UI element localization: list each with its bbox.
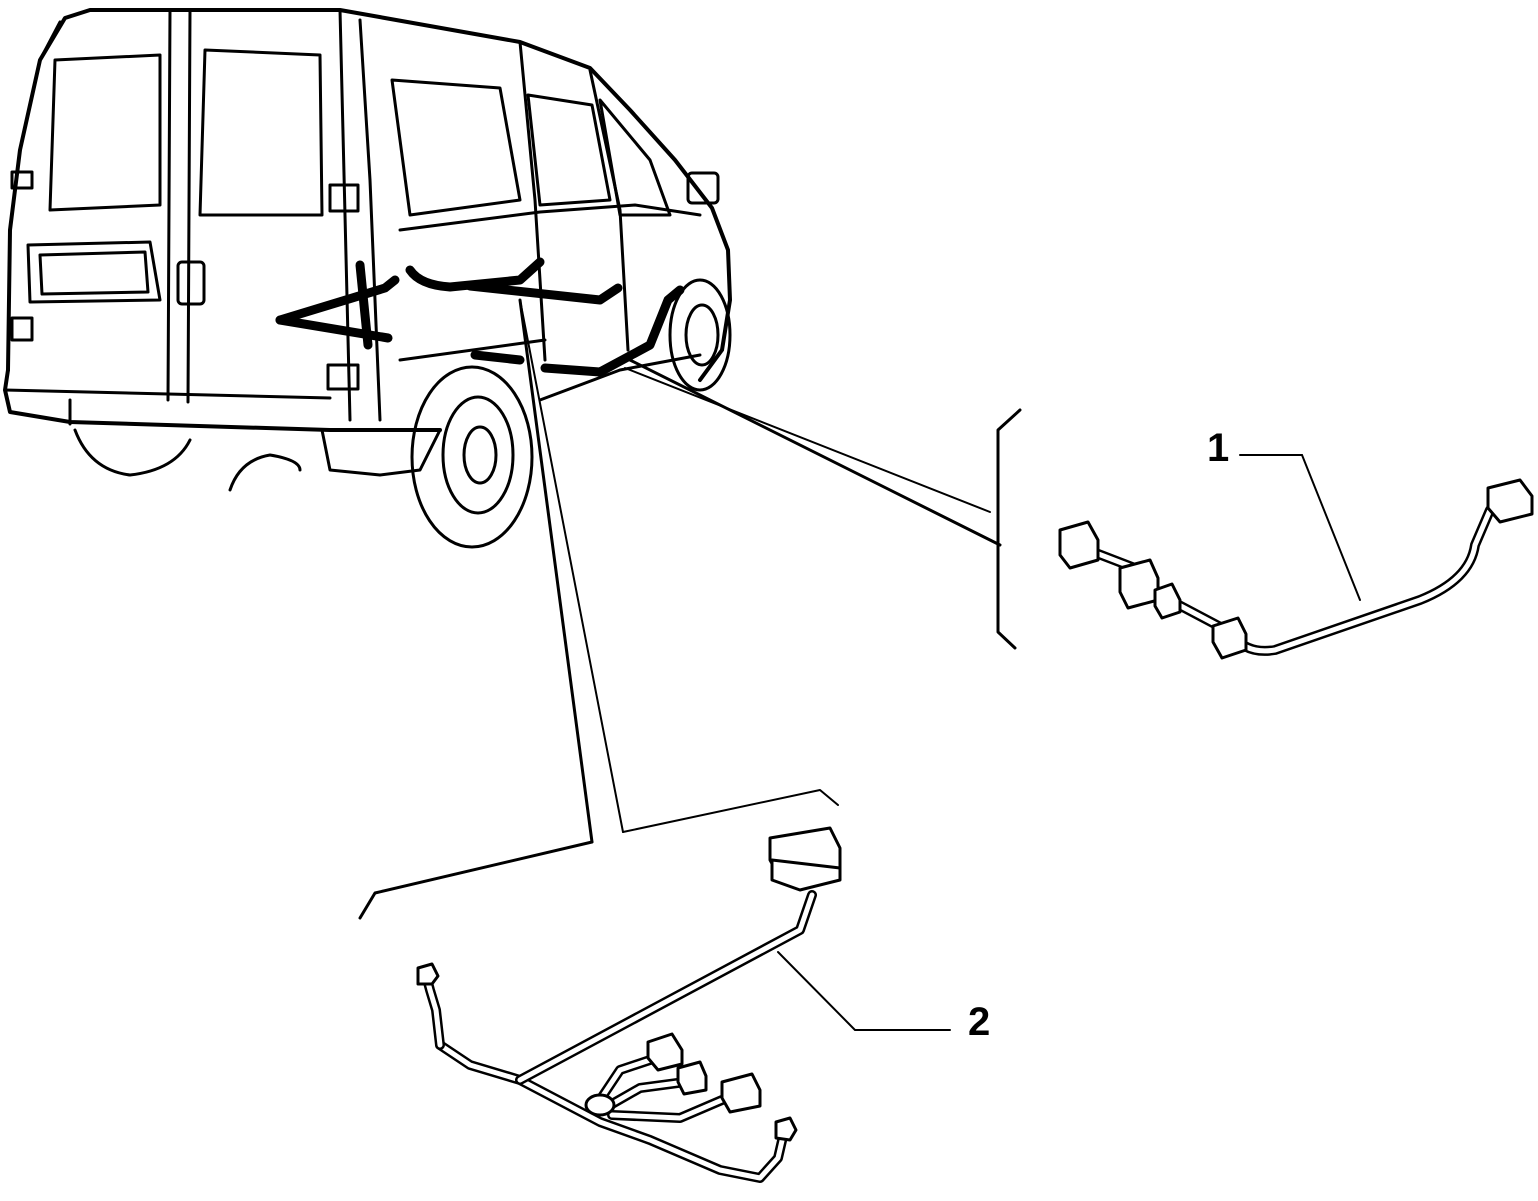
callout-leader-1-diag xyxy=(1301,454,1361,601)
van-illustration xyxy=(3,8,732,549)
leader-lines xyxy=(358,298,1022,920)
harness-part-1 xyxy=(1058,478,1534,660)
callout-label-1: 1 xyxy=(1207,426,1230,470)
harness-part-2 xyxy=(416,826,842,1183)
callout-leader-2 xyxy=(777,951,951,1031)
callout-label-2: 2 xyxy=(968,1000,991,1044)
